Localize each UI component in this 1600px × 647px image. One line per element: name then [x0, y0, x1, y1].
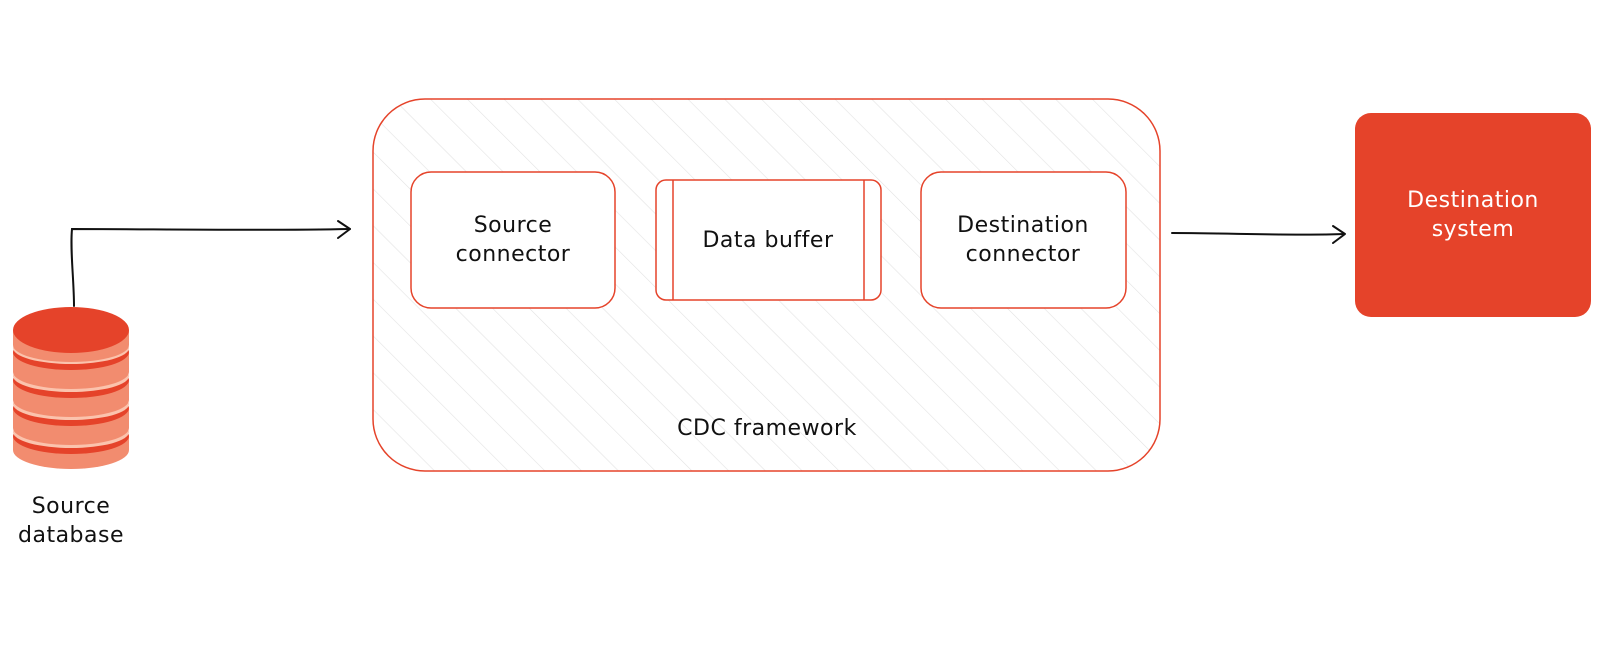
source-connector-box[interactable]: Source connector: [410, 171, 616, 309]
destination-system-box[interactable]: Destination system: [1355, 113, 1591, 317]
source-database-label-line2: database: [18, 523, 124, 548]
arrow-line: [70, 227, 351, 307]
source-database-label-line1: Source: [32, 494, 111, 519]
edge-source-to-cdc: [70, 220, 351, 307]
destination-connector-label-line2: connector: [966, 242, 1081, 267]
destination-connector-box[interactable]: Destination connector: [920, 171, 1127, 309]
arrow-head-icon: [1332, 225, 1346, 244]
edge-cdc-to-destination: [1171, 225, 1346, 244]
database-top-disk: [13, 307, 129, 362]
data-buffer-label: Data buffer: [702, 228, 833, 253]
cdc-framework-label: CDC framework: [677, 416, 857, 441]
source-connector-label-line2: connector: [456, 242, 571, 267]
database-icon[interactable]: [13, 307, 129, 469]
arrow-line: [1171, 232, 1345, 236]
destination-system-label-line1: Destination: [1407, 188, 1539, 213]
source-connector-label-line1: Source: [474, 213, 553, 238]
arrow-head-icon: [337, 220, 351, 239]
data-buffer-box[interactable]: Data buffer: [655, 179, 882, 301]
destination-connector-label-line1: Destination: [957, 213, 1089, 238]
destination-system-label-line2: system: [1432, 217, 1515, 242]
